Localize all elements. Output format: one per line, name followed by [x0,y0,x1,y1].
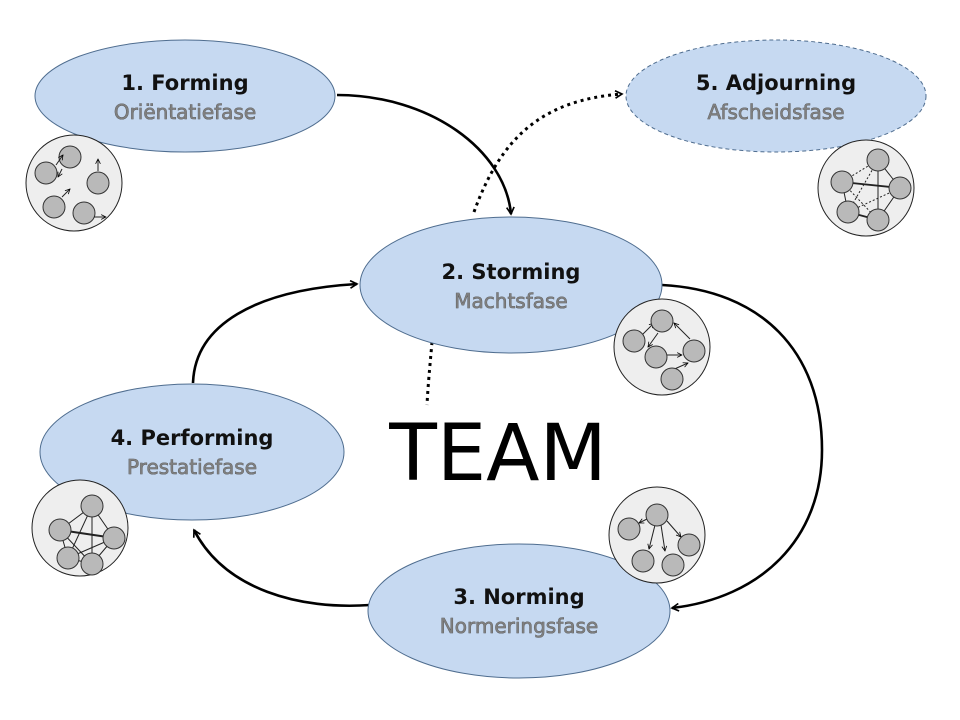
phase-adjourning-title: 5. Adjourning [696,71,856,95]
group-boundary-icon [31,479,129,577]
member-icon [622,329,646,353]
phase-norming-subtitle: Normeringsfase [440,614,598,638]
arrow-icon [57,168,62,177]
member-icon [80,552,104,576]
member-icon [631,549,655,573]
arrow-norming-to-performing [192,530,371,607]
member-icon [48,518,72,542]
member-icon [866,148,890,172]
member-icon [650,309,674,333]
phase-norming-ellipse [367,543,671,679]
team-label: TEAM [388,409,607,499]
arrow-icon [674,323,691,340]
phase-performing-ellipse [39,383,345,521]
phase-adjourning-subtitle: Afscheidsfase [707,100,844,124]
member-icon [661,553,685,577]
group-boundary-icon [613,298,711,396]
arrow-storming-to-norming [661,283,824,608]
group-icon-adjourning [817,139,915,237]
arrow-icon [55,155,63,166]
member-icon [836,200,860,224]
phase-adjourning-ellipse [625,39,927,153]
group-icon-norming [608,486,706,584]
phase-adjourning: 5. Adjourning Afscheidsfase [625,39,927,153]
phase-storming-title: 2. Storming [442,260,581,284]
member-icon [866,208,890,232]
member-icon [660,367,684,391]
phase-performing-title: 4. Performing [111,426,274,450]
arrow-performing-to-storming [191,284,357,384]
phase-storming: 2. Storming Machtsfase [359,216,663,354]
member-icon [645,503,669,527]
member-icon [34,161,58,185]
member-icon [102,526,126,550]
member-icon [677,533,701,557]
member-icon [56,546,80,570]
phase-forming-ellipse [34,39,336,153]
phase-performing: 4. Performing Prestatiefase [39,383,345,521]
arrow-forming-to-storming [336,93,511,214]
phase-forming: 1. Forming Oriëntatiefase [34,39,336,153]
member-icon [58,145,82,169]
arrow-icon [660,524,665,551]
phase-storming-ellipse [359,216,663,354]
member-icon [830,170,854,194]
phase-norming-title: 3. Norming [453,585,584,609]
phase-forming-title: 1. Forming [121,71,248,95]
member-icon [42,195,66,219]
group-icon-forming [25,134,123,232]
arrow-icon [61,189,70,198]
group-icon-storming [613,298,711,396]
member-icon [682,339,706,363]
link-icon [841,159,879,183]
arrow-team-to-adjourning [472,94,622,213]
phase-forming-subtitle: Oriëntatiefase [114,100,256,124]
phase-storming-subtitle: Machtsfase [454,289,567,313]
member-icon [617,517,641,541]
group-icon-performing [31,479,129,577]
member-icon [72,201,96,225]
phase-norming: 3. Norming Normeringsfase [367,543,671,679]
phase-performing-subtitle: Prestatiefase [127,455,257,479]
arrow-icon [666,520,681,537]
member-icon [644,345,668,369]
dotted-link-team-to-storming [425,341,434,406]
arrow-icon [649,524,656,549]
member-icon [86,171,110,195]
member-icon [888,176,912,200]
member-icon [80,494,104,518]
arrow-icon [648,332,659,347]
